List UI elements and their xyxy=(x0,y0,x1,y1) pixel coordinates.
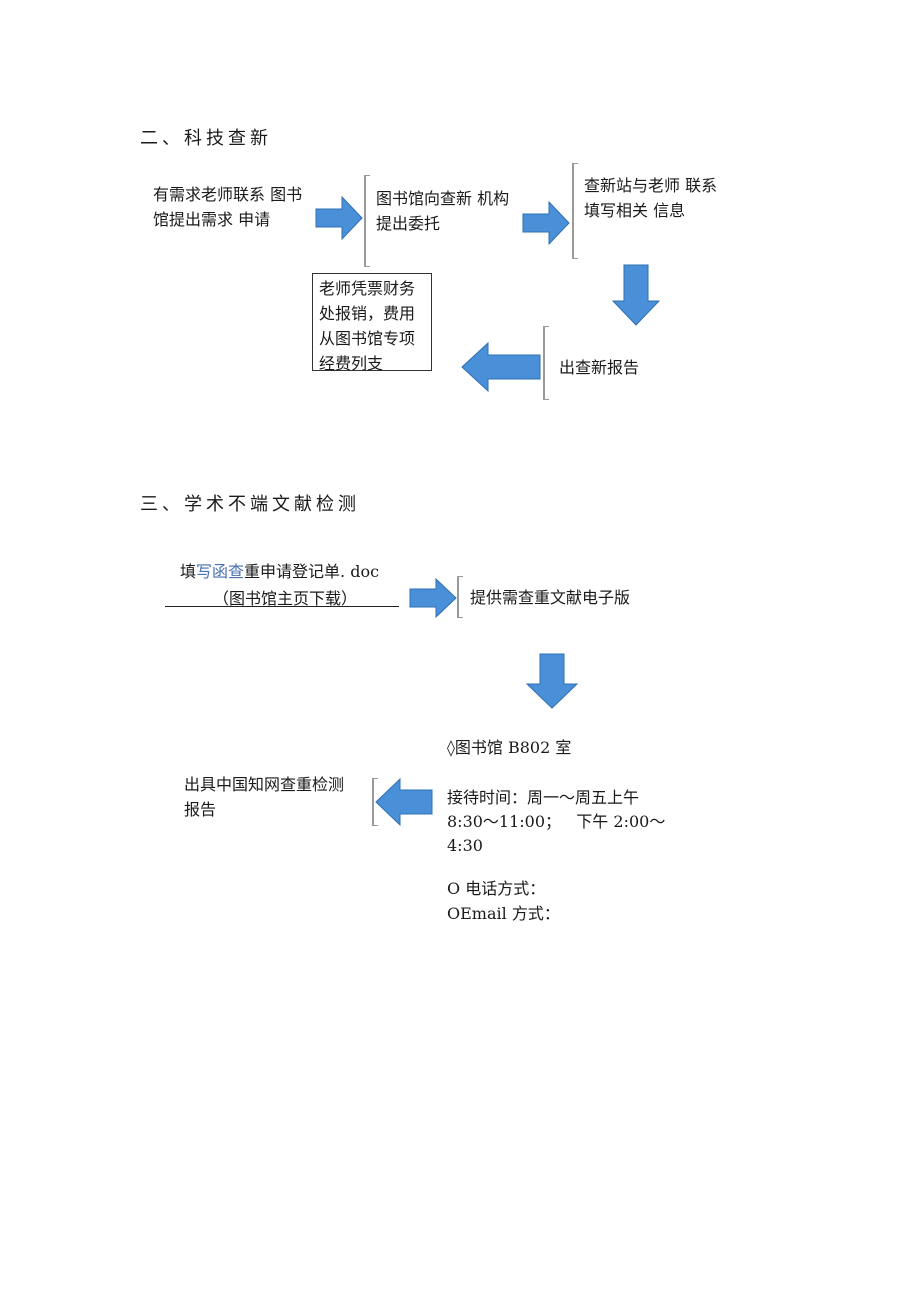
section-heading-sci-tech-novelty: 二、科技查新 xyxy=(140,128,272,149)
cnki-report: 出具中国知网查重检测报告 xyxy=(184,775,345,819)
provide-document: 提供需查重文献电子版 xyxy=(470,588,631,607)
reimbursement-box: 老师凭票财务处报销，费用从图书馆专项经费列支 xyxy=(312,273,432,373)
reception-hours-1: 接待时间：周一～周五上午 xyxy=(447,788,640,807)
arrow-left-icon xyxy=(461,341,541,393)
step-teacher-request: 有需求老师联系 图书馆提出需求 申请 xyxy=(153,185,303,229)
bracket-divider xyxy=(364,175,370,267)
arrow-right-icon xyxy=(409,577,457,619)
section-heading-text: 三、学术不端文献检测 xyxy=(140,494,360,515)
bracket-divider xyxy=(572,163,578,259)
arrow-left-icon xyxy=(375,777,433,827)
library-room: ◊图书馆 B802 室 xyxy=(447,738,572,757)
form-text-prefix: 填 xyxy=(180,562,197,581)
form-download-note: （图书馆主页下载） xyxy=(213,589,358,608)
bracket-divider xyxy=(372,778,378,826)
step-report: 出查新报告 xyxy=(559,358,640,377)
reception-hours-2: 8:30～11:00； 下午 2:00～ xyxy=(447,812,666,831)
section-heading-plagiarism-check: 三、学术不端文献检测 xyxy=(140,490,360,516)
step-library-commission: 图书馆向查新 机构提出委托 xyxy=(376,189,510,233)
form-text-suffix: 重申请登记单. doc xyxy=(244,562,380,581)
arrow-down-icon xyxy=(611,264,661,326)
phone-contact: O 电话方式： xyxy=(447,879,546,898)
form-download-link[interactable]: 填写函查重申请登记单. doc xyxy=(180,559,379,584)
underline xyxy=(165,606,399,607)
step-station-contact: 查新站与老师 联系填写相关 信息 xyxy=(584,176,718,220)
arrow-down-icon xyxy=(525,653,579,709)
arrow-right-icon xyxy=(315,195,363,241)
reception-hours-3: 4:30 xyxy=(447,836,483,855)
bracket-divider xyxy=(543,326,549,400)
arrow-right-icon xyxy=(522,200,570,246)
form-text-link[interactable]: 写函查 xyxy=(196,562,245,581)
bracket-divider xyxy=(457,576,463,618)
email-contact: OEmail 方式： xyxy=(447,904,560,923)
